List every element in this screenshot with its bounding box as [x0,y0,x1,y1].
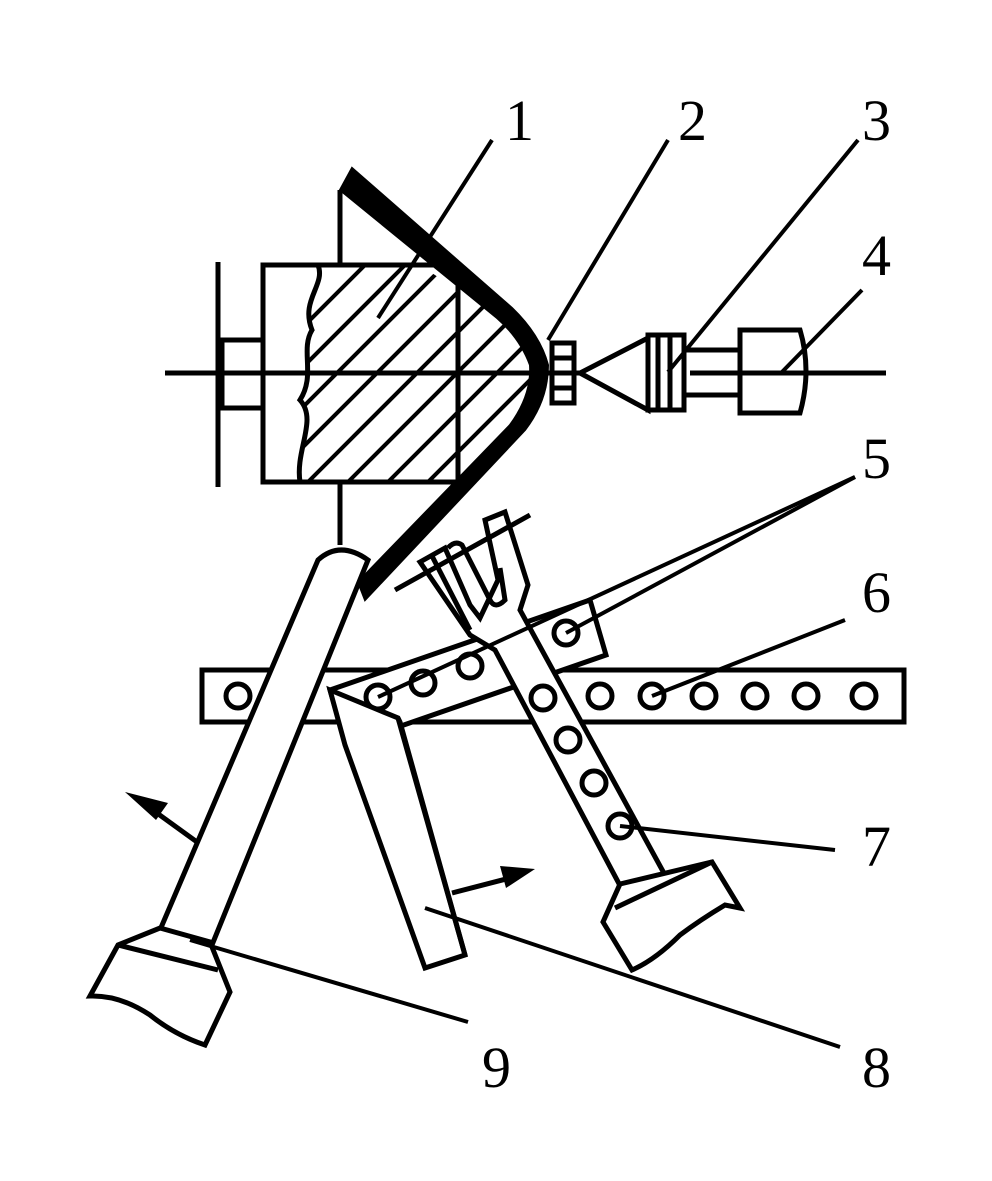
bent-workpiece [338,166,550,602]
callout-9: 9 [482,1035,511,1100]
callout-6: 6 [862,560,891,625]
leader-lines [189,138,864,1049]
contact-roller [549,340,577,406]
force-arrow-left [125,792,199,845]
cone-center [574,332,687,415]
callout-4: 4 [862,223,891,288]
tailstock-nut [681,327,886,416]
main-lever [85,547,372,1049]
force-arrow-right [451,866,535,896]
forked-arm [393,508,669,899]
callout-3: 3 [862,88,891,153]
callout-5: 5 [862,426,891,491]
callout-8: 8 [862,1035,891,1100]
right-handle-grip [600,859,746,974]
callout-7: 7 [862,814,891,879]
l-bracket [326,685,469,972]
callout-2: 2 [678,88,707,153]
callout-1: 1 [505,88,534,153]
